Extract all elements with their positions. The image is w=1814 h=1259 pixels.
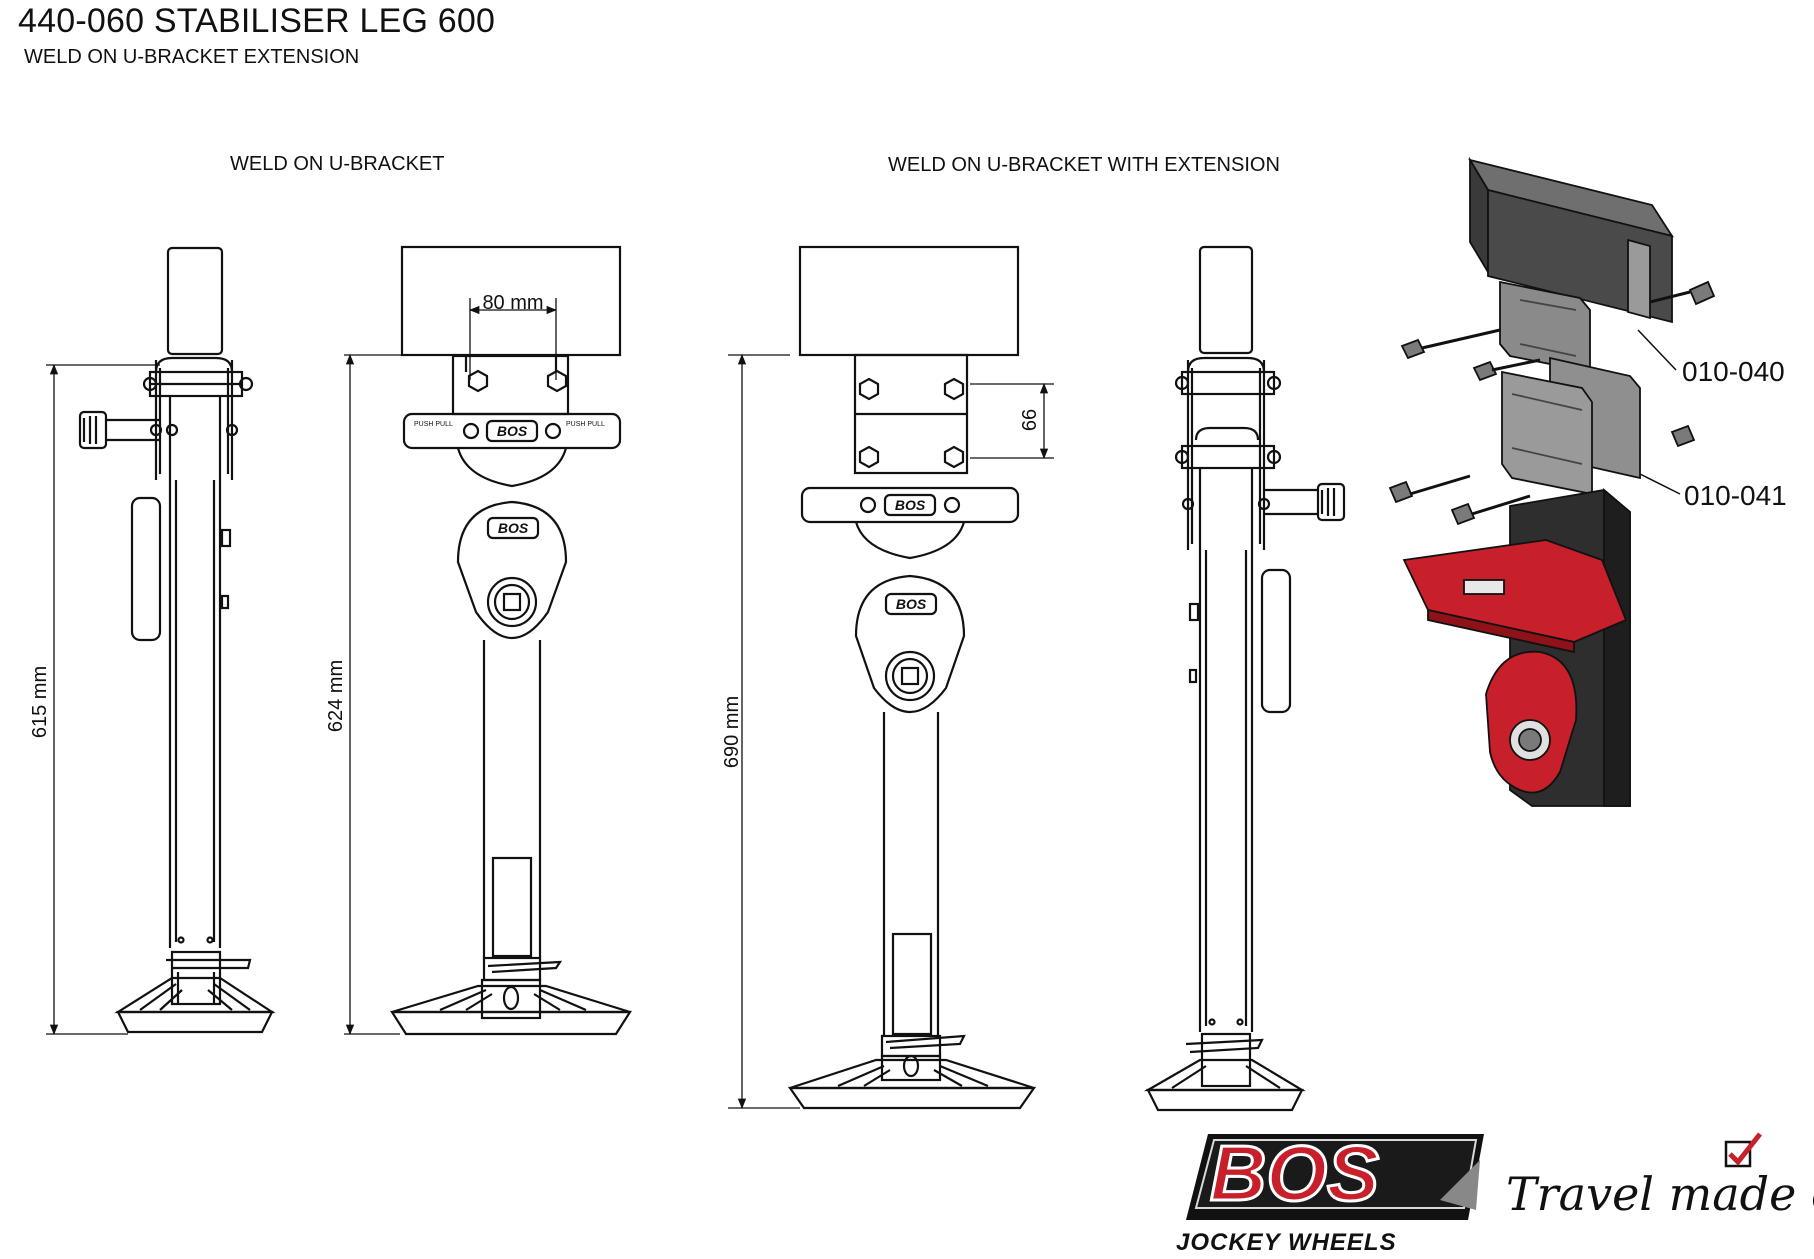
part-label-010-041: 010-041 [1684, 480, 1787, 511]
dimensions [46, 298, 1054, 1110]
drawing-subtitle: WELD ON U-BRACKET EXTENSION [24, 46, 360, 68]
push-pull-text-left: PUSH PULL [414, 421, 453, 428]
push-pull-text-right: PUSH PULL [566, 421, 605, 428]
part-label-010-040: 010-040 [1682, 356, 1785, 387]
bos-logo-word: BOS [1210, 1129, 1379, 1217]
front-view-extension: BOS BOS [787, 245, 1037, 1110]
checkmark-icon [1728, 1132, 1762, 1166]
section-label-u-bracket-extension: WELD ON U-BRACKET WITH EXTENSION [888, 154, 1280, 176]
hub-badge-brand-front: BOS [498, 520, 529, 536]
part-leader-lines [1637, 329, 1681, 495]
dim-80-label: 80 mm [482, 292, 543, 314]
hub-badge-brand-ext: BOS [896, 596, 927, 612]
tagline-group: Travel made easy [1506, 1132, 1814, 1221]
bos-logo-subtext: JOCKEY WHEELS [1176, 1229, 1397, 1256]
push-pull-badge-brand-left-front: BOS [497, 423, 528, 439]
dim-690-label: 690 mm [721, 696, 743, 768]
dim-615-label: 615 mm [29, 666, 51, 738]
tagline-text: Travel made easy [1506, 1167, 1814, 1221]
checkbox-icon [1724, 1140, 1752, 1168]
section-label-u-bracket: WELD ON U-BRACKET [230, 153, 445, 175]
side-view-extension [1143, 245, 1346, 1112]
side-view-u-bracket [78, 246, 276, 1034]
bos-logo: BOS JOCKEY WHEELS [1176, 1128, 1484, 1256]
dim-66-label: 66 [1019, 409, 1041, 431]
push-pull-badge-brand-ext: BOS [895, 497, 926, 513]
front-view-u-bracket: BOS PUSH PULL PUSH PULL BOS [389, 245, 633, 1036]
dim-624-label: 624 mm [325, 660, 347, 732]
drawing-title: 440-060 STABILISER LEG 600 [18, 2, 496, 40]
exploded-view [1388, 156, 1716, 807]
